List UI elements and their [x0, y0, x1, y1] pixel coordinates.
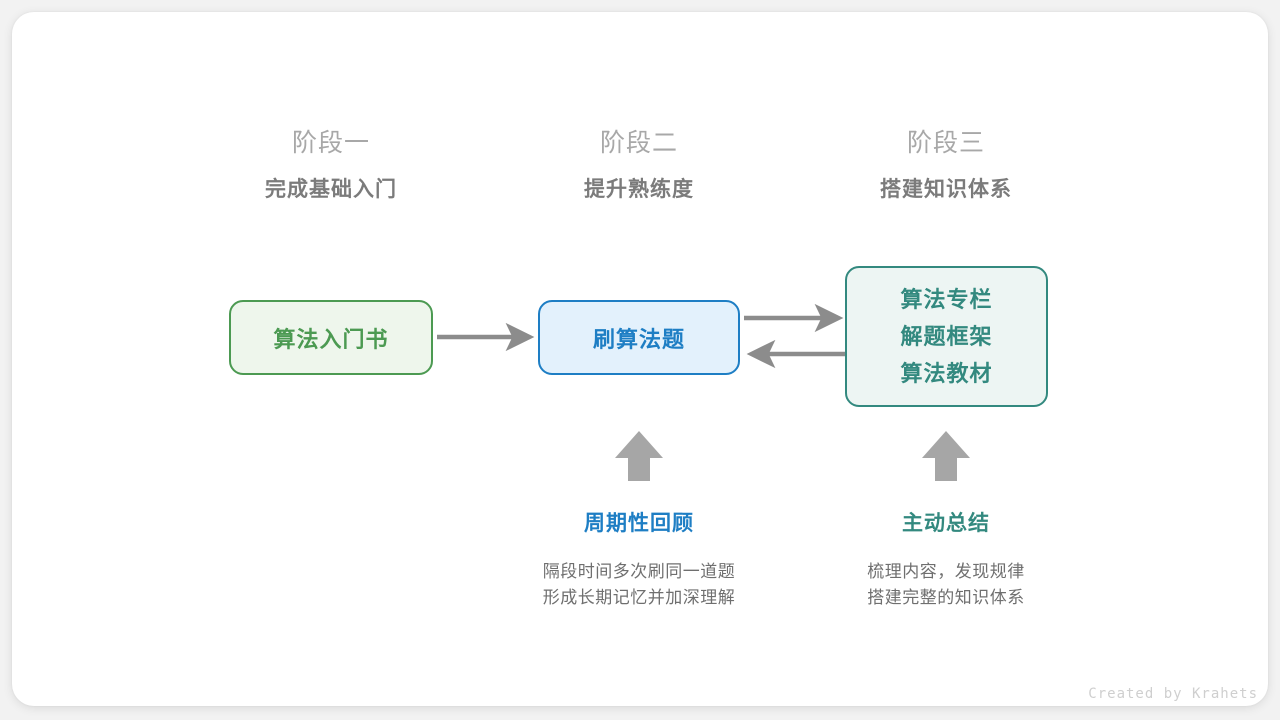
annotation-periodic-review-desc-line1: 隔段时间多次刷同一道题	[542, 562, 736, 581]
node-resources-line-1: 算法专栏	[900, 287, 993, 312]
node-learning-resources[interactable]: 算法专栏 解题框架 算法教材	[845, 266, 1048, 407]
annotation-periodic-review-title: 周期性回顾	[584, 512, 694, 535]
annotation-active-summary: 主动总结 梳理内容，发现规律 搭建完整的知识体系	[796, 509, 1096, 611]
stage-header-1: 阶段一 完成基础入门	[201, 126, 461, 206]
annotation-periodic-review-desc-line2: 形成长期记忆并加深理解	[542, 588, 736, 607]
stage-header-2: 阶段二 提升熟练度	[509, 126, 769, 206]
stage-number-1: 阶段一	[291, 129, 370, 157]
arrow-up-review	[615, 431, 663, 481]
stage-number-2: 阶段二	[599, 129, 678, 157]
annotation-periodic-review-desc: 隔段时间多次刷同一道题 形成长期记忆并加深理解	[489, 559, 789, 611]
arrow-up-summary	[922, 431, 970, 481]
node-algorithm-book[interactable]: 算法入门书	[229, 300, 433, 375]
annotation-active-summary-desc-line2: 搭建完整的知识体系	[867, 588, 1025, 607]
annotation-active-summary-desc-line1: 梳理内容，发现规律	[867, 562, 1025, 581]
annotation-active-summary-title: 主动总结	[902, 512, 990, 535]
stage-title-3: 搭建知识体系	[880, 178, 1012, 201]
stage-title-2: 提升熟练度	[584, 178, 694, 201]
stage-number-3: 阶段三	[906, 129, 985, 157]
node-resources-line-3: 算法教材	[900, 361, 993, 386]
annotation-periodic-review: 周期性回顾 隔段时间多次刷同一道题 形成长期记忆并加深理解	[489, 509, 789, 611]
node-practice-problems-label: 刷算法题	[592, 326, 685, 352]
credit-text: Created by Krahets	[1088, 686, 1258, 702]
stage-header-3: 阶段三 搭建知识体系	[816, 126, 1076, 206]
stage-title-1: 完成基础入门	[265, 178, 397, 201]
node-resources-line-2: 解题框架	[900, 324, 993, 349]
annotation-active-summary-desc: 梳理内容，发现规律 搭建完整的知识体系	[796, 559, 1096, 611]
node-algorithm-book-label: 算法入门书	[273, 326, 389, 352]
node-practice-problems[interactable]: 刷算法题	[538, 300, 740, 375]
